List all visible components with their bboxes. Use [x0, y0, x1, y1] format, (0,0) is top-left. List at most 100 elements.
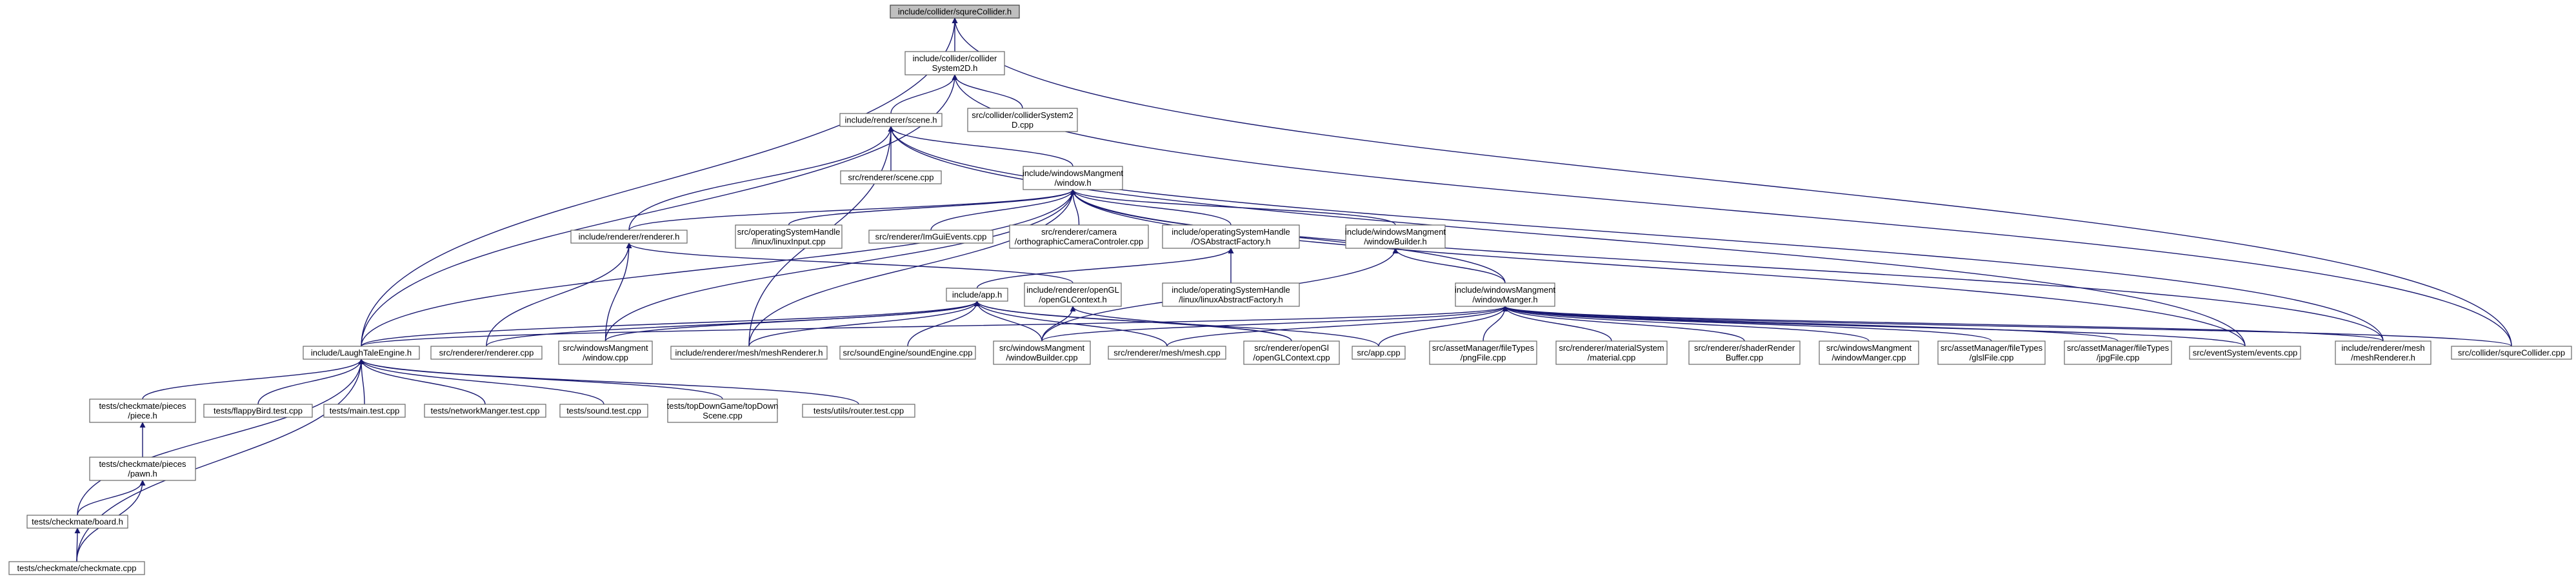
node-label: /OSAbstractFactory.h	[1191, 237, 1270, 246]
node-ortho[interactable]: src/renderer/camera/orthographicCameraCo…	[1009, 224, 1149, 249]
node-meshrend2[interactable]: include/renderer/mesh/meshRenderer.h	[2335, 340, 2431, 365]
node-label: /glslFile.cpp	[1970, 353, 2014, 362]
edge-maintest-to-engine	[358, 359, 365, 405]
node-scenecpp[interactable]: src/renderer/scene.cpp	[840, 170, 942, 184]
node-linuxinput[interactable]: src/operatingSystemHandle/linux/linuxInp…	[735, 224, 843, 249]
node-label: System2D.h	[932, 63, 978, 73]
node-box	[424, 404, 546, 418]
node-label: tests/checkmate/pieces	[99, 401, 186, 411]
node-label: /window.h	[1054, 178, 1091, 188]
node-box	[839, 113, 943, 127]
node-box	[89, 399, 196, 423]
node-boardh[interactable]: tests/checkmate/board.h	[26, 515, 128, 529]
node-label: src/collider/colliderSystem2	[972, 110, 1073, 120]
node-label: src/assetManager/fileTypes	[2067, 343, 2170, 353]
node-wmanagerh[interactable]: include/windowsMangment/windowManger.h	[1455, 282, 1555, 307]
node-squre[interactable]: include/collider/squreCollider.h	[890, 5, 1020, 19]
node-pieceh[interactable]: tests/checkmate/pieces/piece.h	[89, 399, 196, 423]
node-box	[26, 515, 128, 529]
node-label: /material.cpp	[1588, 353, 1635, 362]
node-label: tests/checkmate/board.h	[32, 517, 123, 527]
node-apph[interactable]: include/app.h	[946, 288, 1008, 302]
node-box	[8, 561, 145, 575]
edge-imgui-to-window	[930, 189, 1076, 231]
edge-glsl-to-wmanagerh	[1502, 306, 1992, 342]
node-engine[interactable]: include/LaughTaleEngine.h	[303, 346, 420, 360]
edge-wbuildercpp-to-apph	[974, 300, 1043, 342]
node-maintest[interactable]: tests/main.test.cpp	[323, 404, 406, 418]
node-box	[558, 340, 653, 365]
edge-openglcpp-to-openglh	[1070, 306, 1292, 342]
node-wbuilderh[interactable]: include/windowsMangment/windowBuilder.h	[1345, 224, 1446, 249]
node-label: /pngFile.cpp	[1461, 353, 1506, 362]
edge-scene-to-colsys	[890, 74, 958, 114]
edge-linuxinput-to-window	[788, 189, 1076, 226]
node-box	[1024, 282, 1122, 307]
edge-squrecpp-to-wmanagerh	[1502, 306, 2512, 347]
node-rendererh[interactable]: include/renderer/renderer.h	[570, 230, 688, 244]
node-box	[670, 346, 828, 360]
node-router[interactable]: tests/utils/router.test.cpp	[802, 404, 915, 418]
node-label: src/assetManager/fileTypes	[1941, 343, 2043, 353]
node-label: src/renderer/renderer.cpp	[439, 348, 534, 358]
node-wmanagercpp[interactable]: src/windowsMangment/windowManger.cpp	[1819, 340, 1919, 365]
node-linuxfactory[interactable]: include/operatingSystemHandle/linux/linu…	[1162, 282, 1300, 307]
node-label: /windowBuilder.cpp	[1006, 353, 1077, 362]
node-label: src/renderer/shaderRender	[1694, 343, 1795, 353]
node-scene[interactable]: include/renderer/scene.h	[839, 113, 943, 127]
node-label: src/operatingSystemHandle	[737, 227, 841, 237]
node-meshcpp[interactable]: src/renderer/mesh/mesh.cpp	[1108, 346, 1226, 360]
node-nettest[interactable]: tests/networkManger.test.cpp	[424, 404, 546, 418]
edge-events-to-scene	[888, 126, 2246, 347]
node-box	[840, 170, 942, 184]
node-jpg[interactable]: src/assetManager/fileTypes/jpgFile.cpp	[2064, 340, 2172, 365]
node-box	[667, 399, 778, 423]
node-label: include/collider/collider	[913, 54, 997, 63]
file-nodes: include/collider/squreCollider.h include/…	[8, 5, 2572, 575]
node-pawnh[interactable]: tests/checkmate/pieces/pawn.h	[89, 457, 196, 481]
node-renderercpp[interactable]: src/renderer/renderer.cpp	[430, 346, 543, 360]
edge-wmanagerh-to-wbuilderh	[1392, 248, 1506, 284]
edge-engine-to-apph	[361, 300, 980, 347]
node-label: include/operatingSystemHandle	[1172, 285, 1290, 295]
node-imgui[interactable]: src/renderer/ImGuiEvents.cpp	[868, 230, 993, 244]
node-soundtest[interactable]: tests/sound.test.cpp	[559, 404, 648, 418]
node-osfactory[interactable]: include/operatingSystemHandle/OSAbstract…	[1162, 224, 1300, 249]
node-label: /window.cpp	[583, 353, 628, 362]
edge-apph-to-osfactory	[976, 248, 1234, 289]
edge-meshcpp-to-wmanagerh	[1166, 306, 1508, 347]
node-box	[1819, 340, 1919, 365]
node-box	[946, 288, 1008, 302]
node-window[interactable]: include/windowsMangment/window.h	[1023, 166, 1123, 190]
node-openglcpp[interactable]: src/renderer/openGl/openGLContext.cpp	[1243, 340, 1340, 365]
node-label: include/renderer/openGL	[1026, 285, 1119, 295]
node-label: /pawn.h	[128, 469, 157, 478]
node-png[interactable]: src/assetManager/fileTypes/pngFile.cpp	[1429, 340, 1537, 365]
node-checkmatecpp[interactable]: tests/checkmate/checkmate.cpp	[8, 561, 145, 575]
node-label: /meshRenderer.h	[2351, 353, 2415, 362]
node-box	[802, 404, 915, 418]
dependency-edges	[74, 17, 2512, 562]
node-label: src/collider/squreCollider.cpp	[2458, 348, 2565, 358]
node-material[interactable]: src/renderer/materialSystem/material.cpp	[1555, 340, 1668, 365]
node-sound[interactable]: src/soundEngine/soundEngine.cpp	[839, 346, 976, 360]
node-squrecpp[interactable]: src/collider/squreCollider.cpp	[2451, 346, 2572, 360]
node-openglh[interactable]: include/renderer/openGL/openGLContext.h	[1024, 282, 1122, 307]
node-box	[303, 346, 420, 360]
node-wbuildercpp[interactable]: src/windowsMangment/windowBuilder.cpp	[993, 340, 1091, 365]
node-label: tests/sound.test.cpp	[566, 406, 641, 416]
node-glsl[interactable]: src/assetManager/fileTypes/glslFile.cpp	[1937, 340, 2046, 365]
node-box	[1555, 340, 1668, 365]
node-label: /windowManger.h	[1472, 295, 1537, 304]
node-label: include/app.h	[952, 290, 1002, 300]
node-appcpp[interactable]: src/app.cpp	[1352, 346, 1406, 360]
node-windowcpp[interactable]: src/windowsMangment/window.cpp	[558, 340, 653, 365]
node-meshrendh[interactable]: include/renderer/mesh/meshRenderer.h	[670, 346, 828, 360]
node-flappy[interactable]: tests/flappyBird.test.cpp	[203, 404, 313, 418]
node-events[interactable]: src/eventSystem/events.cpp	[2189, 346, 2301, 360]
edge-events-to-wmanagerh	[1502, 306, 2246, 347]
